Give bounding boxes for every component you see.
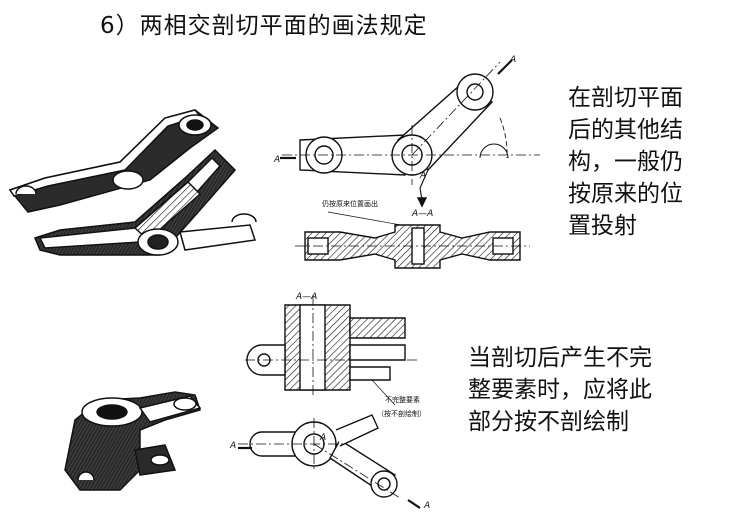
rule-paragraph-top: 在剖切平面 后的其他结 构，一般仍 按原来的位 置投射 (568, 82, 740, 242)
lever-3d-illustration (8, 109, 257, 256)
rule-top-line-4: 按原来的位 (568, 181, 683, 207)
rule-top-line-1: 在剖切平面 (568, 85, 683, 111)
rule-bottom-line-1: 当剖切后产生不完 (468, 345, 652, 371)
note-original-position: 仍按原来位置画出 (322, 199, 378, 208)
page-title: 6）两相交剖切平面的画法规定 (100, 13, 428, 39)
fork-plan-view (238, 414, 421, 509)
cut-label-a-left-top: A (273, 155, 280, 165)
cut-label-a-center-bottom: A (319, 433, 326, 443)
rule-top-line-5: 置投射 (568, 213, 637, 239)
section-label-top: A—A (411, 209, 433, 219)
lever-front-view (280, 59, 540, 208)
rule-bottom-line-3: 部分按不剖绘制 (468, 409, 629, 435)
note-draw-uncut: （按不剖绘制） (377, 409, 426, 418)
note-incomplete-element: 不完整要素 (385, 395, 420, 404)
lever-section-view-top (295, 211, 530, 269)
fork-3d-illustration (64, 391, 202, 491)
rule-bottom-line-2: 整要素时，应将此 (468, 377, 652, 403)
cut-label-a-left-bottom: A (229, 441, 236, 451)
cut-label-a-center-top: A (419, 171, 426, 181)
rule-top-line-3: 构，一般仍 (568, 149, 683, 175)
fork-section-view (245, 295, 420, 406)
rule-paragraph-bottom: 当剖切后产生不完 整要素时，应将此 部分按不剖绘制 (468, 342, 738, 438)
cut-label-a-upper-top: A (509, 55, 516, 65)
cut-label-a-right-bottom: A (423, 501, 430, 511)
rule-top-line-2: 后的其他结 (568, 117, 683, 143)
section-label-bottom: A—A (295, 292, 317, 302)
